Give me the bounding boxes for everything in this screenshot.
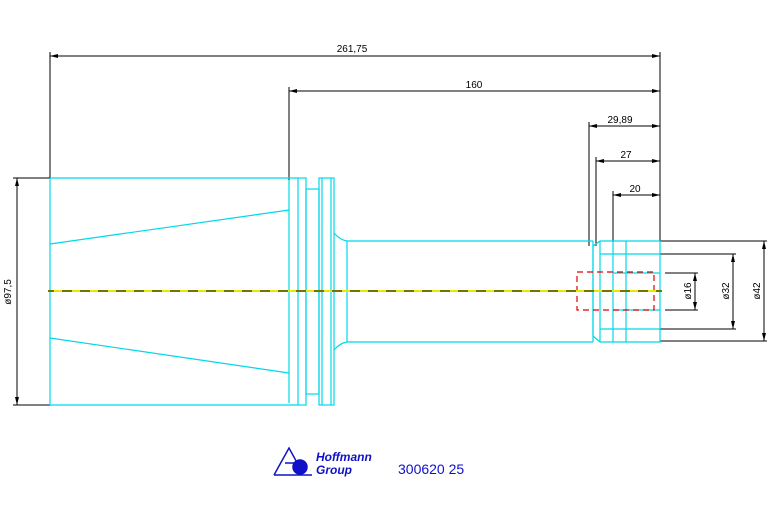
part-number: 300620 25 [398,461,464,477]
brand-logo: Hoffmann Group [273,446,372,477]
neck-fillet-top [333,232,348,242]
brand-name-line2: Group [316,463,352,477]
dimension-lines [13,52,767,406]
dim-text-20: 20 [629,184,641,195]
dim-text-dia-32: ø32 [721,282,732,300]
cone-taper-top [49,209,290,245]
dim-text-shank: 160 [466,80,483,91]
dim-text-29-89: 29,89 [607,115,632,126]
dim-text-overall: 261,75 [337,44,368,55]
dimension-arrows [15,54,766,405]
dim-text-27: 27 [620,150,632,161]
brand-name-line1: Hoffmann [316,450,372,464]
dim-text-dia-42: ø42 [752,282,763,300]
cone-taper-bottom [49,337,290,374]
logo-emblem-icon [273,446,312,476]
neck-fillet-bottom [333,341,348,351]
dim-text-dia-97-5: ø97,5 [3,279,14,305]
dim-text-dia-16: ø16 [683,282,694,300]
